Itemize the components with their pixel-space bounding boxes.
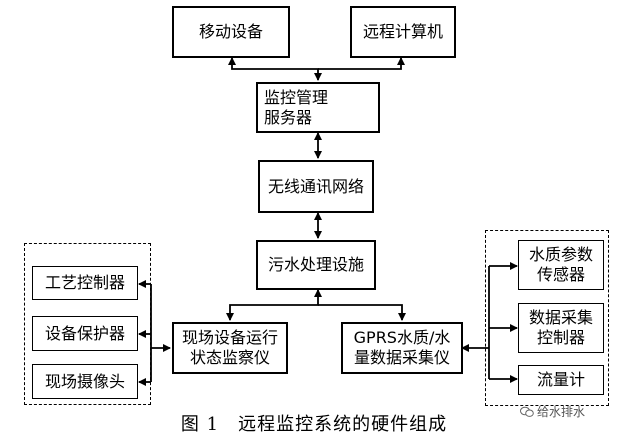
- chat-bubbles-icon: [520, 406, 534, 417]
- edge-sewage-to-field-monitor: [226, 289, 322, 321]
- figure-caption: 图 1 远程监控系统的硬件组成: [180, 414, 448, 435]
- equipment-protector-node: 设备保护器: [32, 316, 138, 351]
- edge-sewage-to-gprs: [318, 304, 406, 321]
- field-monitor-node: 现场设备运行 状态监察仪: [172, 322, 288, 374]
- field-camera-node: 现场摄像头: [32, 364, 138, 399]
- gprs-collector-node: GPRS水质/水 量数据采集仪: [341, 322, 463, 374]
- edge-mobile-to-server: [228, 57, 322, 81]
- mobile-device-node: 移动设备: [172, 6, 290, 58]
- flow-meter-node: 流量计: [518, 365, 604, 395]
- remote-computer-node: 远程计算机: [350, 6, 456, 58]
- data-acq-controller-node: 数据采集 控制器: [518, 303, 604, 353]
- sewage-facility-node: 污水处理设施: [256, 240, 376, 290]
- monitor-server-node: 监控管理 服务器: [256, 82, 380, 133]
- edge-remote-to-server: [318, 57, 405, 70]
- watermark: 给水排水: [520, 403, 585, 420]
- watermark-text: 给水排水: [537, 405, 586, 419]
- right-device-group-frame: [485, 230, 609, 406]
- process-controller-node: 工艺控制器: [32, 266, 138, 300]
- wireless-network-node: 无线通讯网络: [258, 160, 374, 213]
- water-quality-sensor-node: 水质参数 传感器: [518, 240, 604, 290]
